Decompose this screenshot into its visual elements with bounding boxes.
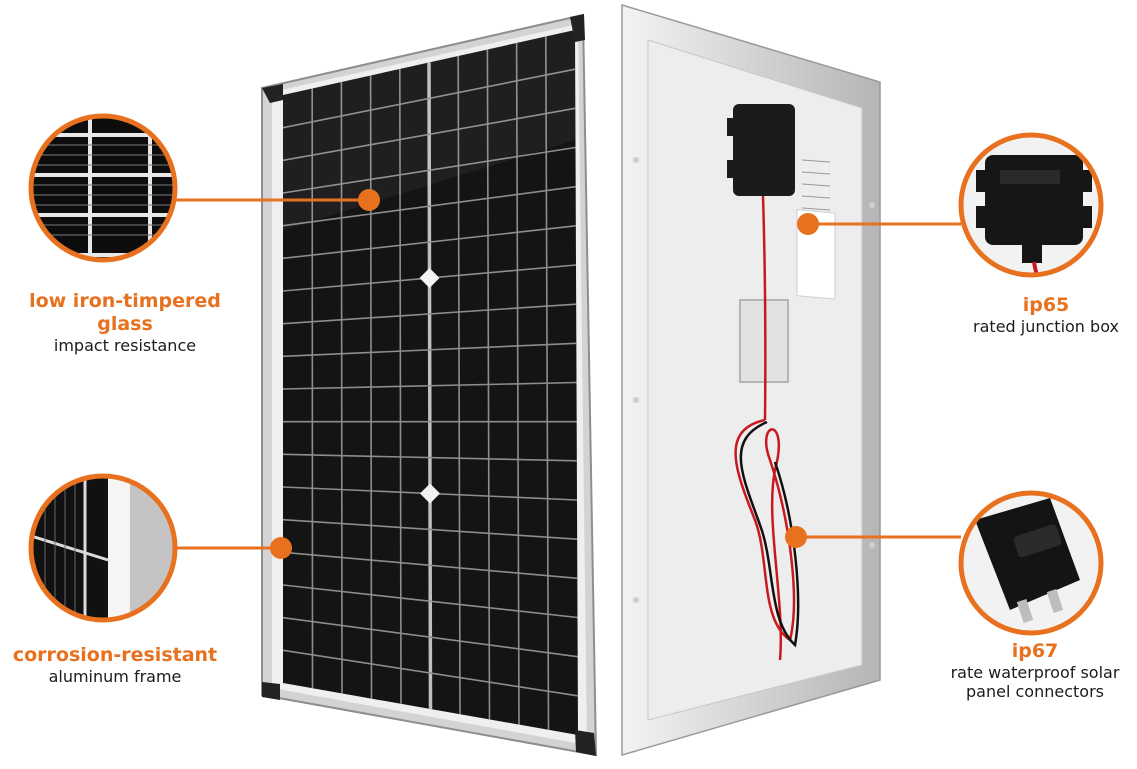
connectors-callout-subtitle-line1: rate waterproof solar [950,662,1120,682]
frame-corner-top-right [570,14,585,42]
coiled-cable-black [739,420,800,648]
cell-gridline [283,185,576,227]
cell-gridline [283,107,576,162]
connectors-callout-title: ip67 [1011,640,1059,662]
cell-gridline [283,146,576,194]
frame-callout-title: corrosion-resistant [12,644,218,666]
cell-gridline [283,453,577,462]
junction-box-callout: ip65 rated junction box [955,294,1137,336]
connectors-callout: ip67 rate waterproof solar panel connect… [933,640,1137,701]
front-panel-glare [283,30,575,230]
frame-hotspot [270,537,292,559]
cell-gridline [283,342,577,358]
inset-connector-closeup [958,490,1104,636]
cell-corner-gap [419,268,440,288]
frame-corner-bottom-right [575,730,596,756]
cell-gridlines [283,36,578,730]
connectors-callout-subtitle-line2: panel connectors [966,681,1104,701]
inset-frame-closeup [28,473,178,623]
junction-box-callout-subtitle: rated junction box [973,316,1119,336]
front-solar-panel [261,13,598,757]
inset-junction-box-closeup [958,132,1104,278]
frame-corner-top-left [262,84,283,103]
frame-corner-bottom-left [262,682,280,700]
callout-dots [270,189,819,559]
glass-callout: low iron-timpered glass impact resistanc… [0,290,250,355]
junction-hotspot [797,213,819,235]
cell-gridline [283,381,577,390]
back-solar-panel [621,3,881,756]
junction-box-callout-title: ip65 [1022,294,1070,316]
cell-gridline [283,68,576,129]
cell-gridline [283,649,578,697]
glass-callout-title: low iron-timpered glass [29,290,221,335]
cell-gridline [283,303,577,325]
cell-gridline [283,518,578,540]
junction-box [733,104,795,196]
junction-box-cable [761,195,767,421]
cell-gridline [283,225,576,260]
connector-hotspot [785,526,807,548]
glass-hotspot [358,189,380,211]
cell-gridline [283,551,578,580]
frame-callout-subtitle: aluminum frame [48,666,182,686]
cell-gridline [283,616,578,658]
callout-lines [175,198,961,550]
inset-glass-closeup [28,113,178,263]
cell-gridline [283,584,578,619]
frame-callout: corrosion-resistant aluminum frame [10,644,220,686]
glass-callout-subtitle: impact resistance [53,335,197,355]
cell-corner-gap [420,483,440,504]
